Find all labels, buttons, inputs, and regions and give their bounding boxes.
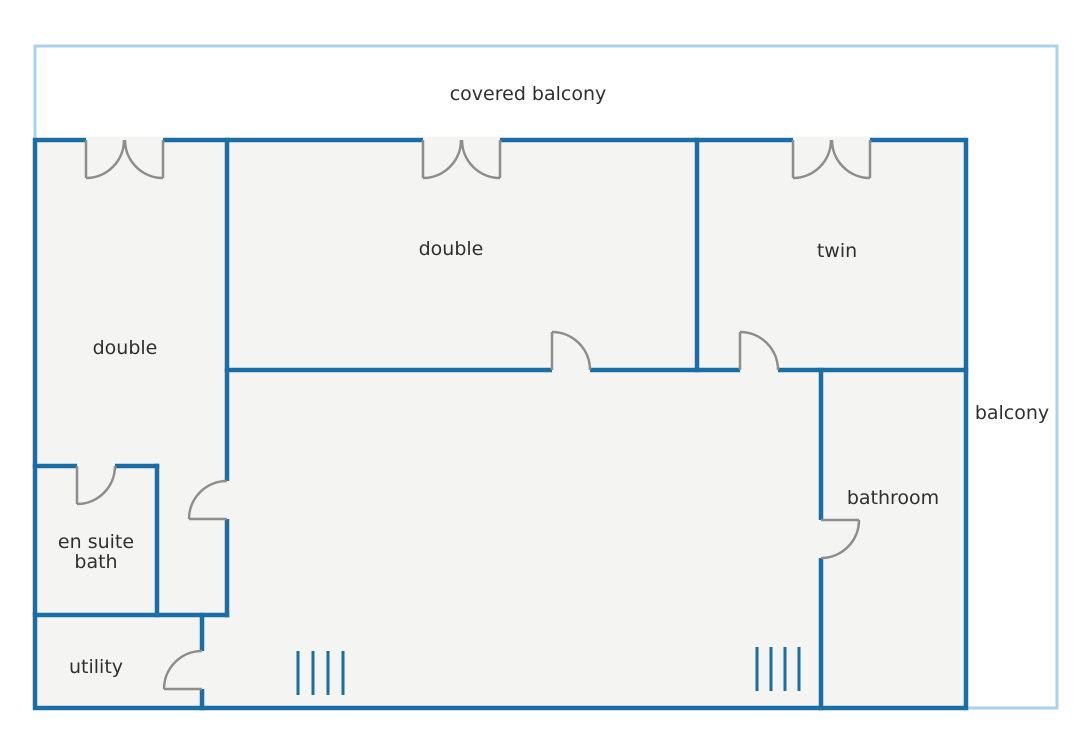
label-balcony: balcony: [975, 402, 1049, 424]
balcony-outline: [33, 44, 1059, 710]
balcony-double-door-top-room[interactable]: [421, 139, 502, 180]
balcony-double-door-twin-room[interactable]: [791, 139, 872, 180]
label-twin: twin: [817, 240, 857, 262]
label-covered-balcony: covered balcony: [450, 83, 607, 105]
label-double-left: double: [93, 337, 158, 359]
floor-area: [35, 140, 966, 708]
stair-marks-left: [296, 651, 345, 695]
door-ensuite[interactable]: [75, 465, 117, 506]
stair-marks-right: [755, 647, 801, 691]
door-utility[interactable]: [162, 649, 203, 691]
label-bathroom: bathroom: [847, 487, 939, 509]
label-utility: utility: [69, 656, 123, 678]
interior-walls: [32, 137, 969, 711]
door-bathroom[interactable]: [820, 518, 861, 560]
door-double-top-to-hall[interactable]: [550, 330, 592, 371]
door-double-left-to-hall[interactable]: [187, 479, 228, 521]
label-double-top: double: [419, 238, 484, 260]
balcony-double-door-left-room[interactable]: [84, 139, 165, 180]
door-twin-to-hall[interactable]: [738, 330, 780, 371]
label-en-suite: en suite: [58, 531, 134, 553]
label-en-suite-bath: bath: [74, 551, 117, 573]
